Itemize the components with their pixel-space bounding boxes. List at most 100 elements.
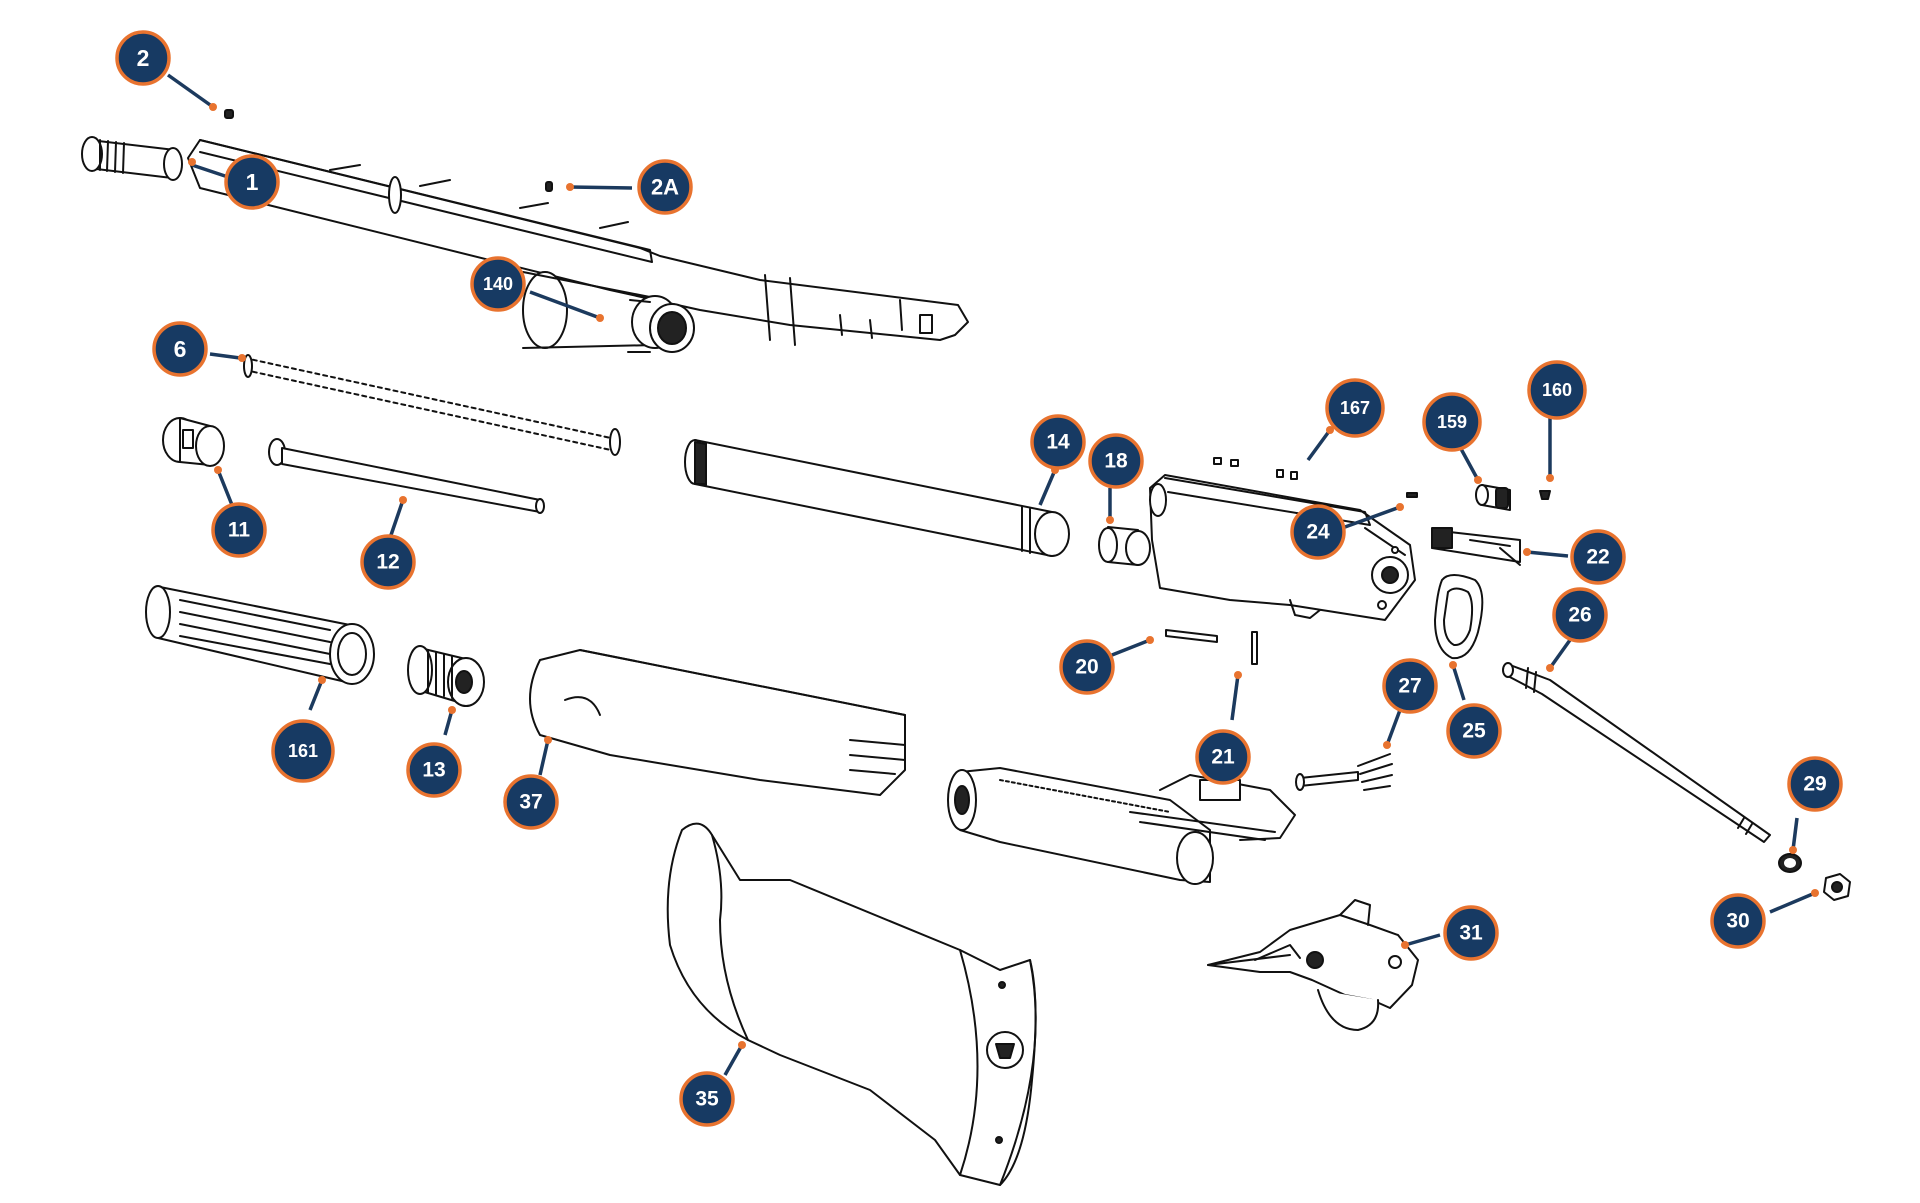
callout-2: 2 — [115, 30, 171, 86]
stock-bolt-part — [1502, 662, 1771, 843]
callout-35-label: 35 — [695, 1088, 719, 1111]
receiver-part — [1149, 457, 1418, 621]
piston-part — [1098, 526, 1151, 566]
callout-30-label: 30 — [1726, 910, 1749, 933]
leader-lines — [166, 73, 1816, 1076]
leader-20 — [1111, 638, 1151, 657]
callout-25-label: 25 — [1462, 720, 1486, 743]
leader-11 — [216, 469, 234, 506]
callout-160-label: 160 — [1542, 380, 1572, 400]
washer-part — [1778, 853, 1802, 873]
callout-6-label: 6 — [174, 336, 187, 362]
callout-26-label: 26 — [1568, 604, 1591, 627]
stock-spring-part — [1295, 753, 1393, 791]
callout-24: 24 — [1290, 504, 1346, 560]
callout-18-label: 18 — [1104, 450, 1128, 473]
carrier-latch-part — [1431, 527, 1521, 566]
callout-27: 27 — [1382, 658, 1438, 714]
leader-27 — [1385, 709, 1402, 746]
callout-29: 29 — [1787, 756, 1843, 812]
magazine-tube-part — [684, 439, 1070, 557]
trigger-pin-part — [1165, 629, 1218, 643]
bolt-carrier-part — [947, 767, 1296, 885]
recoil-spring-part — [243, 354, 621, 456]
callout-18: 18 — [1088, 433, 1144, 489]
leader-2 — [166, 73, 215, 109]
magazine-extension-part — [145, 585, 375, 685]
magazine-cap-nut-part — [407, 645, 485, 707]
callout-2A-label: 2A — [651, 175, 679, 200]
callout-30: 30 — [1710, 893, 1766, 949]
bolt-release-part — [1475, 484, 1511, 511]
stock-nut-part — [1823, 873, 1851, 901]
recoil-pad-spacer-part — [1434, 574, 1484, 660]
choke-tube-part — [81, 136, 183, 181]
callout-21-label: 21 — [1211, 746, 1235, 769]
callout-22: 22 — [1570, 529, 1626, 585]
callout-21: 21 — [1195, 729, 1251, 785]
callout-27-label: 27 — [1398, 675, 1421, 698]
leader-31 — [1404, 933, 1441, 947]
magazine-nut-part — [522, 271, 695, 353]
bolt-release-screw-part — [1539, 490, 1551, 500]
callout-37: 37 — [503, 774, 559, 830]
callout-159: 159 — [1422, 392, 1482, 452]
forend-part — [529, 649, 906, 796]
leader-140 — [529, 290, 601, 320]
leader-21 — [1230, 674, 1240, 721]
callout-20-label: 20 — [1075, 656, 1098, 679]
callout-13: 13 — [406, 742, 462, 798]
callout-160: 160 — [1527, 360, 1587, 420]
leader-159 — [1458, 446, 1480, 481]
leader-30 — [1769, 891, 1816, 914]
callout-167: 167 — [1325, 378, 1385, 438]
leader-29 — [1791, 817, 1799, 851]
guide-rod-part — [268, 438, 545, 514]
callout-2A: 2A — [637, 159, 693, 215]
leader-14 — [1038, 469, 1057, 506]
callout-140: 140 — [470, 256, 526, 312]
callout-159-label: 159 — [1437, 412, 1467, 432]
callout-167-label: 167 — [1340, 398, 1370, 418]
callout-25: 25 — [1446, 703, 1502, 759]
callout-24-label: 24 — [1306, 521, 1330, 544]
barrel-part — [187, 139, 969, 346]
callout-13-label: 13 — [422, 759, 445, 782]
leader-26 — [1548, 638, 1572, 670]
callout-140-label: 140 — [483, 274, 513, 294]
leader-2A — [569, 185, 633, 190]
callout-37-label: 37 — [519, 791, 542, 814]
callout-35: 35 — [679, 1071, 735, 1127]
callout-12: 12 — [360, 534, 416, 590]
callout-14: 14 — [1030, 414, 1086, 470]
leader-161 — [308, 679, 324, 711]
leader-37 — [538, 739, 550, 776]
callout-26: 26 — [1552, 587, 1608, 643]
callout-31: 31 — [1443, 905, 1499, 961]
callout-6: 6 — [152, 321, 208, 377]
hammer-pin-part — [1251, 631, 1258, 665]
buttstock-part — [666, 822, 1037, 1186]
leader-22 — [1526, 550, 1569, 558]
callout-12-label: 12 — [376, 551, 399, 574]
callout-1-label: 1 — [246, 169, 259, 195]
leader-1 — [191, 163, 229, 179]
leader-dots — [188, 103, 1819, 1049]
leader-6 — [209, 352, 241, 360]
trigger-group-part — [1207, 899, 1419, 1031]
callout-1: 1 — [224, 154, 280, 210]
callout-14-label: 14 — [1046, 431, 1070, 454]
magazine-cap-part — [162, 417, 225, 467]
callout-161-label: 161 — [288, 741, 318, 761]
callout-161: 161 — [271, 719, 335, 783]
callout-20: 20 — [1059, 639, 1115, 695]
mid-bead-part — [545, 181, 553, 192]
leader-13 — [443, 709, 454, 736]
leader-35 — [723, 1044, 744, 1076]
leader-12 — [388, 499, 405, 539]
leader-24 — [1344, 505, 1401, 529]
callout-29-label: 29 — [1803, 773, 1826, 796]
leader-167 — [1306, 428, 1332, 462]
front-bead-part — [224, 109, 234, 119]
